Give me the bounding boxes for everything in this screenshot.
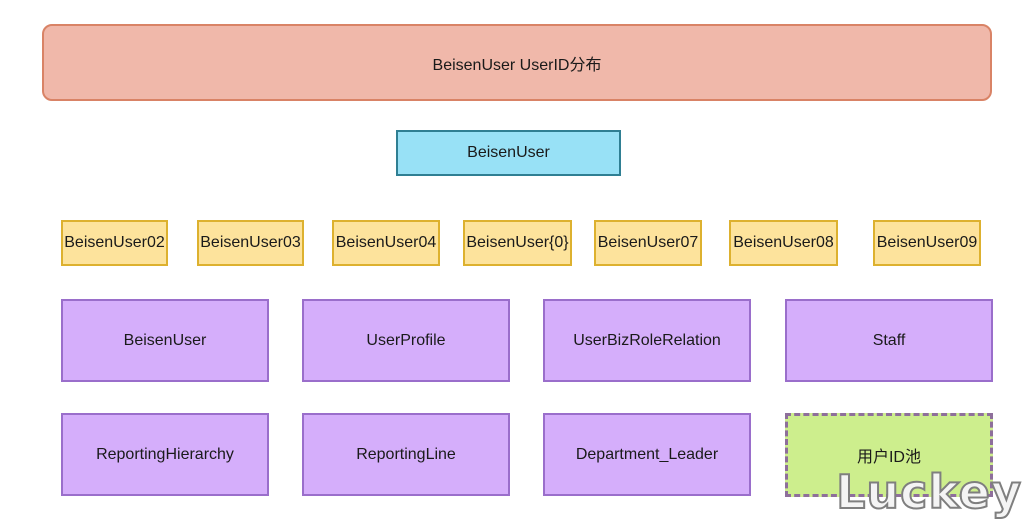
shard-box-04: BeisenUser04 [332, 220, 440, 266]
table-box-staff: Staff [785, 299, 993, 382]
user-id-pool-box: 用户ID池 [785, 413, 993, 497]
table-box-userprofile: UserProfile [302, 299, 510, 382]
watermark-logo: Luckey [835, 465, 1022, 519]
table-box-userbizrolerelation: UserBizRoleRelation [543, 299, 751, 382]
shard-box-03: BeisenUser03 [197, 220, 304, 266]
shard-box-02: BeisenUser02 [61, 220, 168, 266]
shard-box-07: BeisenUser07 [594, 220, 702, 266]
table-box-department-leader: Department_Leader [543, 413, 751, 496]
table-box-reportingline: ReportingLine [302, 413, 510, 496]
table-box-reportinghierarchy: ReportingHierarchy [61, 413, 269, 496]
distribution-title-box: BeisenUser UserID分布 [42, 24, 992, 101]
shard-box-09: BeisenUser09 [873, 220, 981, 266]
table-box-beisenuser: BeisenUser [61, 299, 269, 382]
shard-box-08: BeisenUser08 [729, 220, 838, 266]
shard-box-template: BeisenUser{0} [463, 220, 572, 266]
root-db-box: BeisenUser [396, 130, 621, 176]
